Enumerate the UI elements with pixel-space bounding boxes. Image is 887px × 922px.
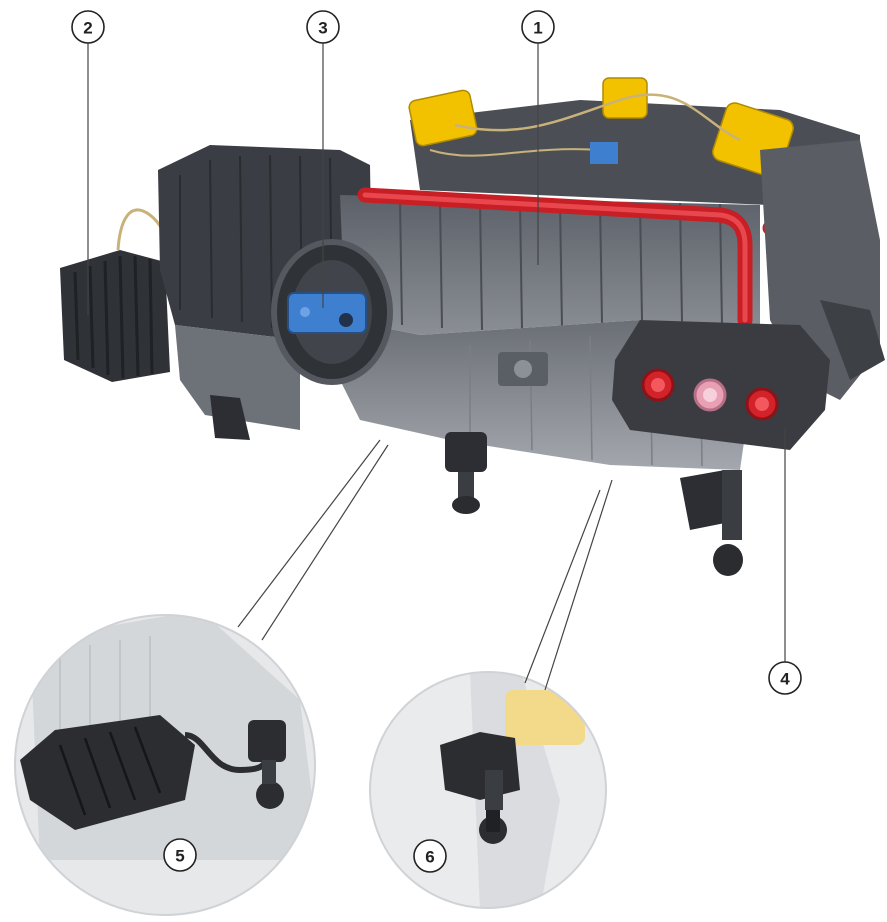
condensate-drain-right bbox=[680, 470, 743, 576]
detail-view-left bbox=[14, 439, 389, 916]
leader-lines bbox=[87, 43, 786, 662]
pipe-connection-flange bbox=[612, 320, 830, 450]
condensate-drain-left bbox=[445, 432, 487, 514]
callout-1-label: 1 bbox=[533, 19, 542, 38]
detail-view-right bbox=[369, 479, 613, 909]
callout-4-label: 4 bbox=[780, 670, 790, 689]
callout-2: 2 bbox=[71, 10, 105, 44]
callout-6-label: 6 bbox=[425, 848, 434, 867]
callout-5: 5 bbox=[163, 838, 197, 872]
callout-3-label: 3 bbox=[318, 19, 327, 38]
callout-6: 6 bbox=[413, 839, 447, 873]
callout-3: 3 bbox=[306, 10, 340, 44]
callout-1: 1 bbox=[521, 10, 555, 44]
callout-4: 4 bbox=[768, 661, 802, 695]
callout-5-label: 5 bbox=[175, 847, 184, 866]
blower-motor-opening bbox=[271, 239, 393, 385]
hvac-housing bbox=[60, 77, 885, 576]
callout-2-label: 2 bbox=[83, 19, 92, 38]
